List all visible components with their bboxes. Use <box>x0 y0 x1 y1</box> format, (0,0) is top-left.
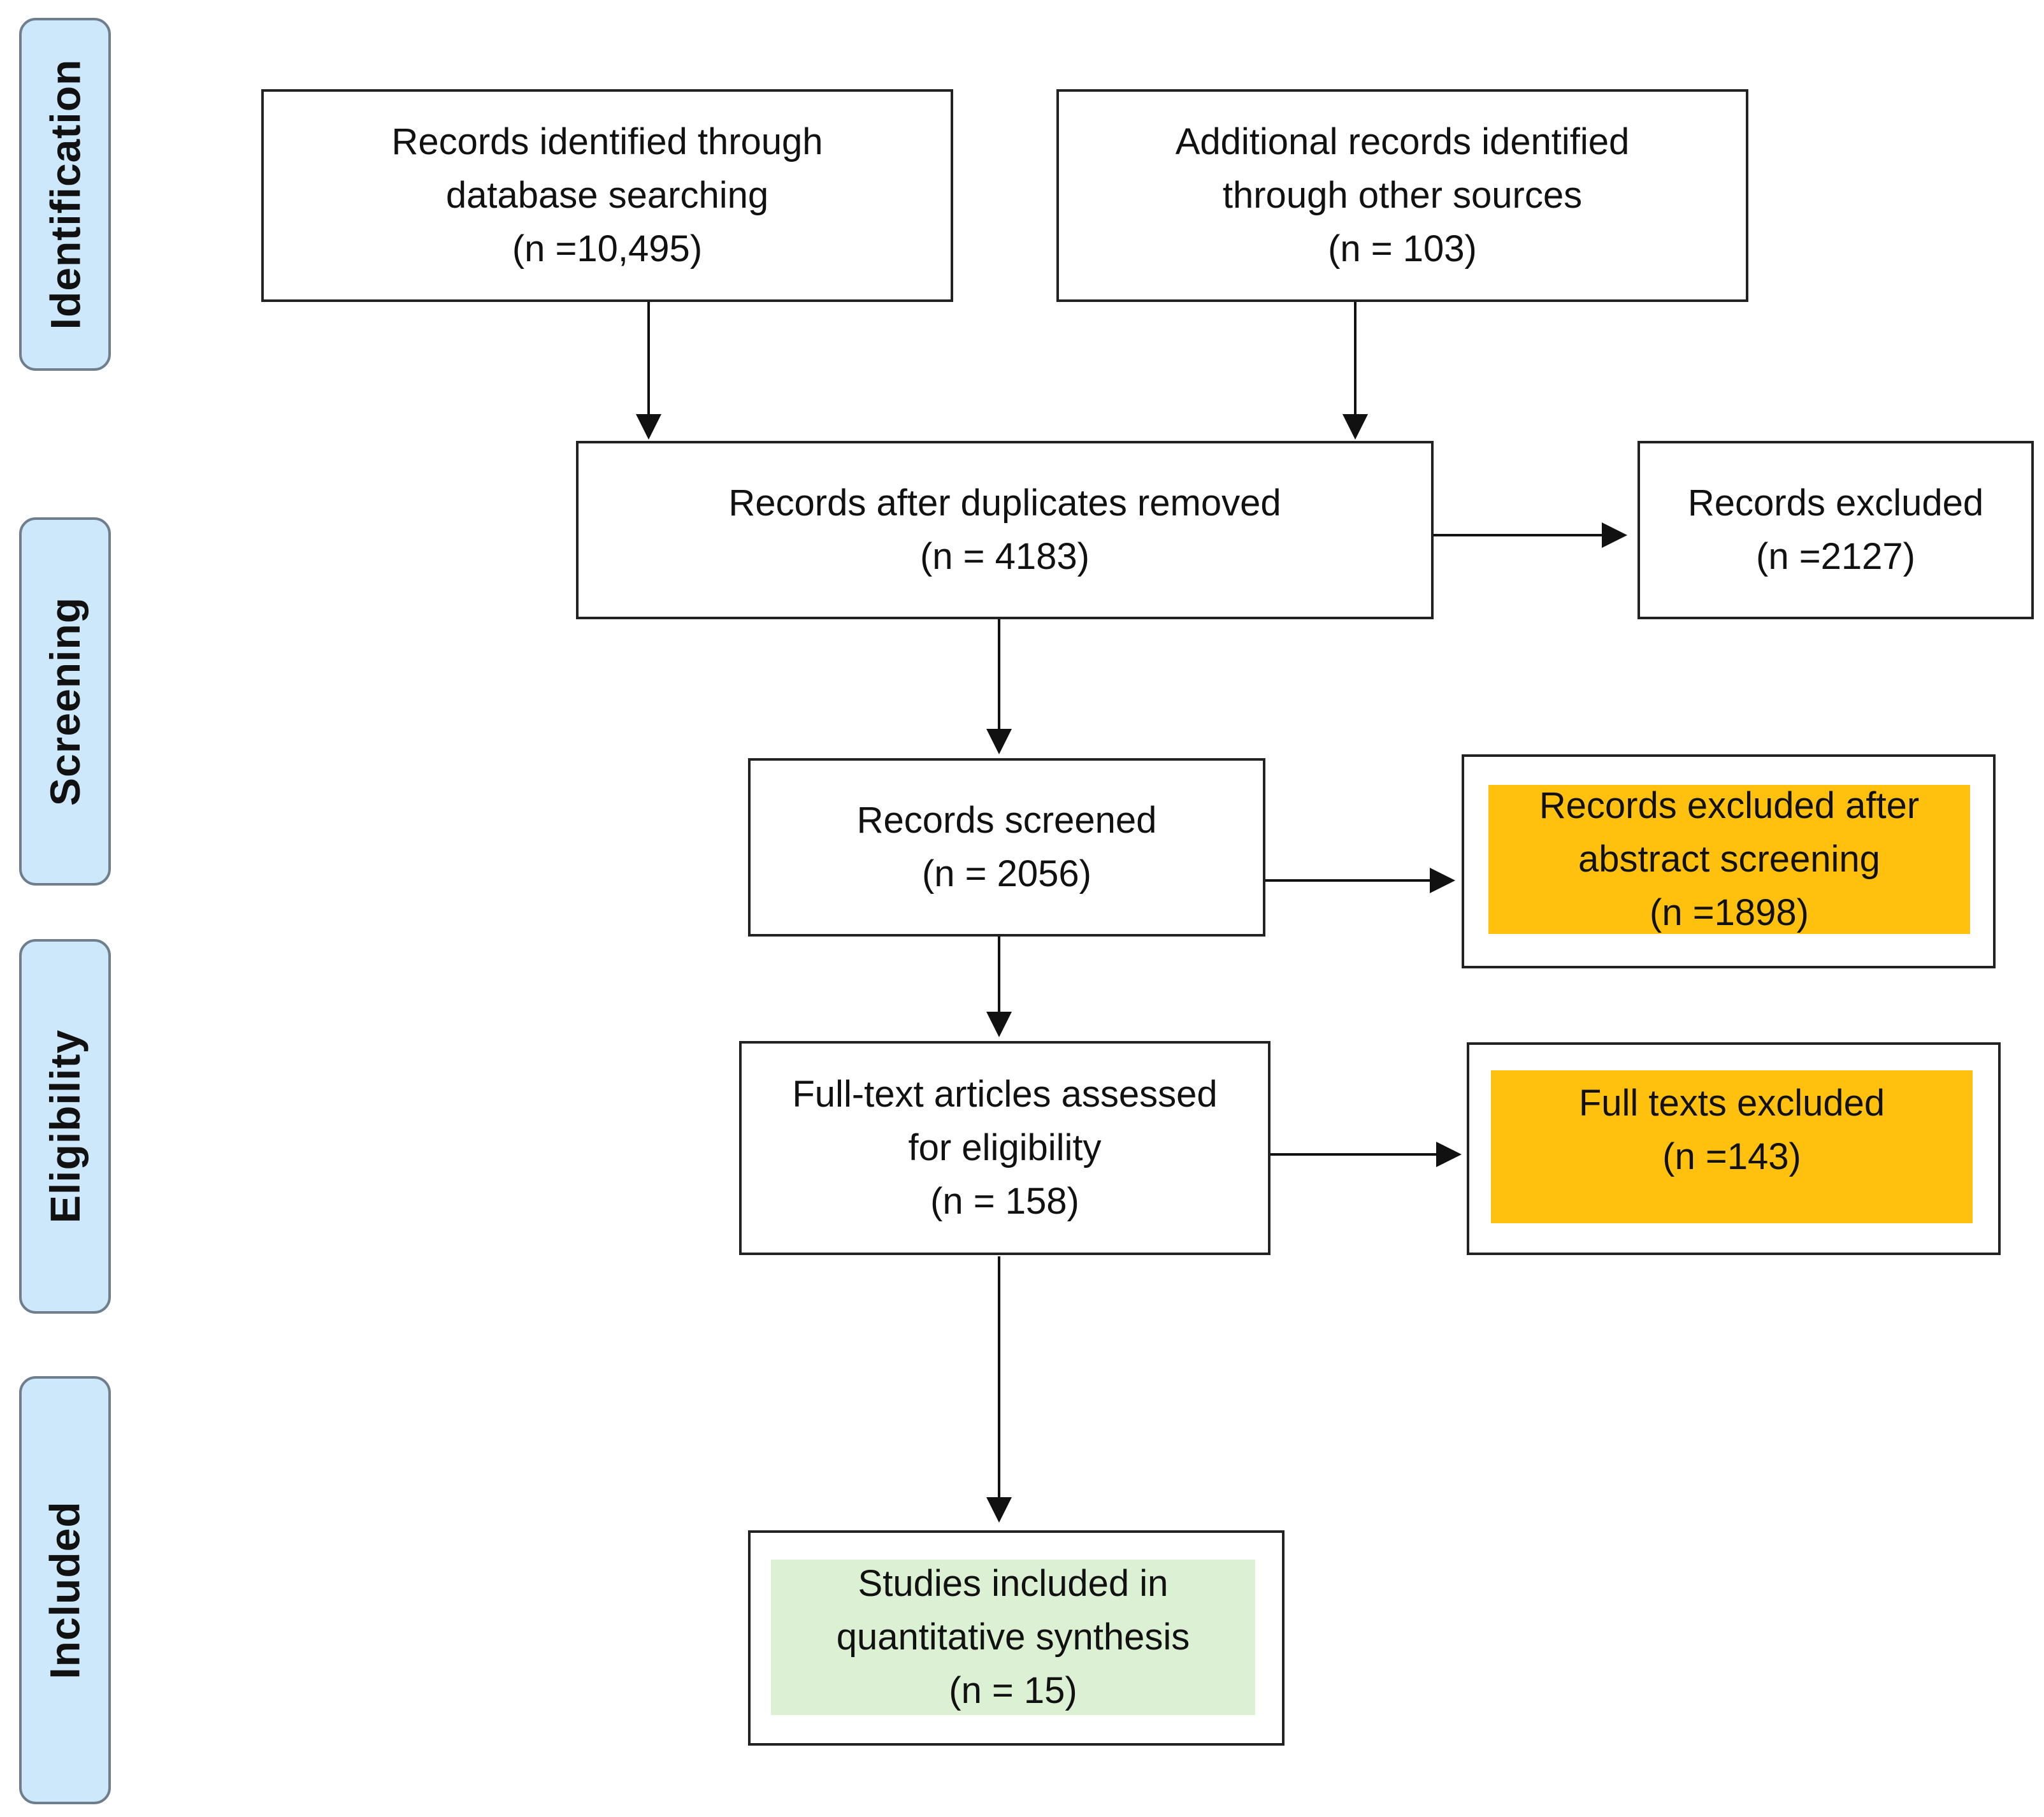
box-records-excluded: Records excluded (n =2127) <box>1637 441 2034 619</box>
box-records-screened-count: (n = 2056) <box>921 853 1091 894</box>
phase-eligibility: Eligibility <box>19 939 111 1314</box>
connector-arrows <box>636 302 1627 1523</box>
box-after-duplicates: Records after duplicates removed (n = 41… <box>576 441 1434 619</box>
box-after-duplicates-count: (n = 4183) <box>919 536 1090 577</box>
box-excluded-abstract-count: (n =1898) <box>1650 892 1809 933</box>
box-database-line1: Records identified through <box>391 121 823 162</box>
box-records-excluded-line1: Records excluded <box>1687 482 1984 524</box>
box-records-screened-line1: Records screened <box>856 800 1157 841</box>
box-other-sources-line1: Additional records identified <box>1175 121 1630 162</box>
phase-screening: Screening <box>19 517 111 886</box>
box-database-count: (n =10,495) <box>512 228 703 269</box>
prisma-flow-diagram: Identification Screening Eligibility Inc… <box>15 0 2044 1817</box>
box-after-duplicates-line1: Records after duplicates removed <box>728 482 1281 524</box>
box-excluded-abstract-line1: Records excluded after <box>1539 785 1920 826</box>
box-other-sources-line2: through other sources <box>1222 175 1583 216</box>
box-included-studies: Studies included in quantitative synthes… <box>771 1560 1255 1715</box>
box-full-text-assessed-line2: for eligibility <box>908 1127 1102 1168</box>
box-full-text-excluded-count: (n =143) <box>1662 1136 1801 1177</box>
box-excluded-abstract: Records excluded after abstract screenin… <box>1488 785 1970 934</box>
box-other-sources-count: (n = 103) <box>1328 228 1477 269</box>
box-included-studies-line1: Studies included in <box>858 1563 1169 1604</box>
box-database-searching: Records identified through database sear… <box>261 89 953 302</box>
box-full-text-excluded-line1: Full texts excluded <box>1578 1082 1885 1124</box>
box-records-screened: Records screened (n = 2056) <box>748 758 1265 937</box>
box-database-line2: database searching <box>445 175 769 216</box>
box-full-text-assessed-count: (n = 158) <box>930 1181 1079 1222</box>
box-other-sources: Additional records identified through ot… <box>1056 89 1748 302</box>
box-records-excluded-count: (n =2127) <box>1756 536 1915 577</box>
phase-included: Included <box>19 1376 111 1804</box>
box-excluded-abstract-line2: abstract screening <box>1578 838 1880 880</box>
box-included-studies-count: (n = 15) <box>949 1670 1077 1711</box>
phase-identification: Identification <box>19 18 111 371</box>
box-full-text-assessed: Full-text articles assessed for eligibil… <box>739 1041 1270 1255</box>
box-included-studies-line2: quantitative synthesis <box>836 1616 1190 1658</box>
box-full-text-assessed-line1: Full-text articles assessed <box>792 1074 1218 1115</box>
box-full-text-excluded: Full texts excluded (n =143) <box>1491 1070 1973 1223</box>
